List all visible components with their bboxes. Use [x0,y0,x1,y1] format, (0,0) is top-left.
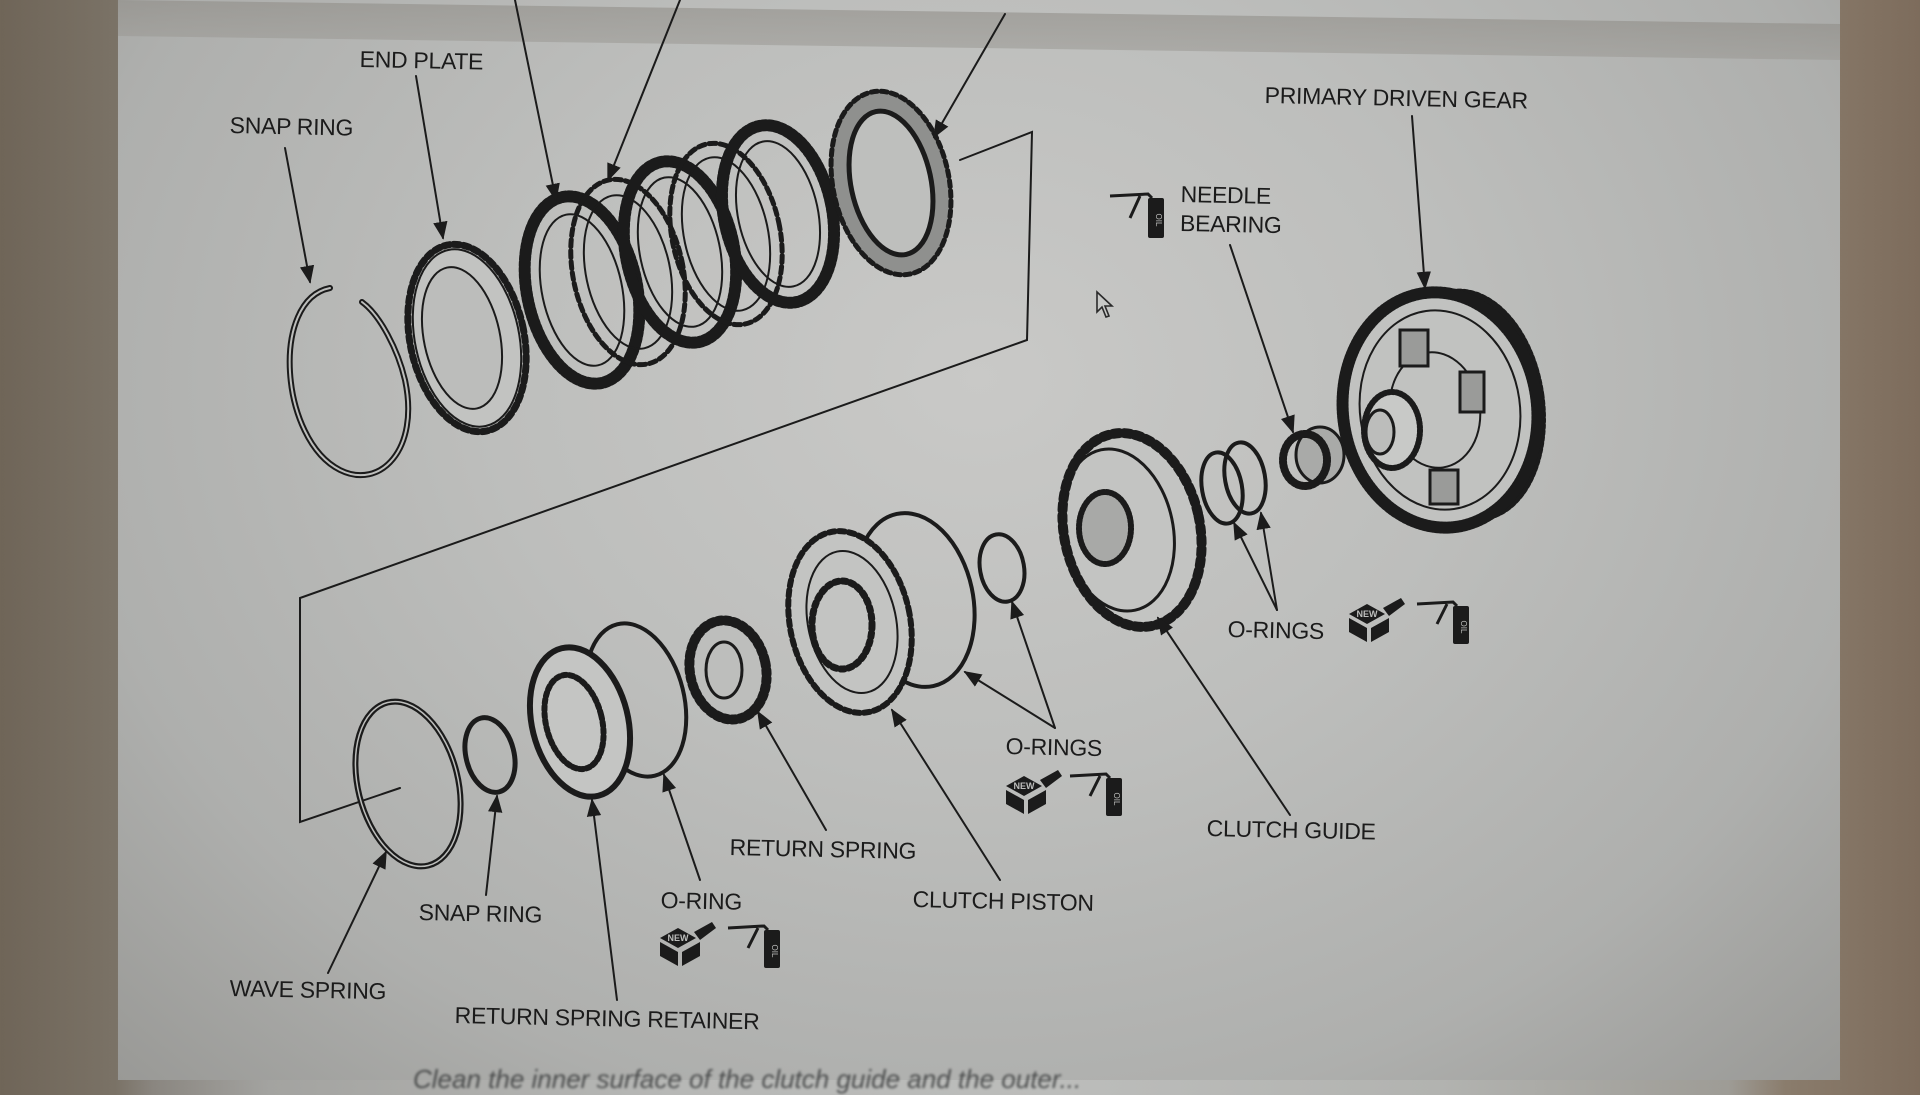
new-part-icon: NEW [1006,770,1062,814]
leader-snap-ring-top [284,147,315,284]
return-spring-retainer-part [526,644,634,800]
label-snap-ring-top: SNAP RING [229,112,354,141]
leader-snap-ring-lower [485,794,503,896]
label-o-rings-middle: O-RINGS [1005,733,1103,762]
oil-text: OIL [1112,793,1121,806]
label-snap-ring-lower: SNAP RING [418,899,543,928]
new-part-icon: NEW [1349,598,1405,642]
leader-disc-2 [607,0,681,182]
oil-can-icon: OIL [727,924,780,968]
oil-text: OIL [1459,621,1468,634]
label-o-rings-right: O-RINGS [1227,616,1325,645]
needle-bearing-part [1279,425,1346,490]
leader-clutch-piston [891,708,1001,881]
clutch-guide-part [1057,428,1207,632]
clutch-discs-part [518,119,841,390]
leader-return-spring [757,710,827,831]
end-plate-part [404,240,530,436]
friction-disc-part [828,88,954,278]
label-needle-bearing-line1: NEEDLE [1180,180,1272,209]
label-return-spring: RETURN SPRING [729,834,917,864]
primary-driven-gear-part [1336,286,1546,534]
mouse-cursor-icon [1096,290,1115,318]
oil-can-icon-needle-bearing: OIL [1109,192,1164,238]
new-text: NEW [668,933,690,943]
snap-ring-top-part [286,285,412,478]
oil-text: OIL [1154,214,1163,227]
label-clutch-piston: CLUTCH PISTON [912,886,1094,916]
label-clutch-guide: CLUTCH GUIDE [1206,815,1376,845]
return-spring-part [684,615,772,725]
label-o-ring: O-RING [660,887,743,915]
oil-can-icon: OIL [1069,772,1122,816]
leader-o-ring [662,773,701,881]
o-rings-right-part [1199,440,1268,526]
label-end-plate: END PLATE [359,46,484,75]
leader-disc-1 [514,0,560,202]
oil-can-icon: OIL [1416,600,1469,644]
monitor-screen [118,0,1840,1080]
label-needle-bearing-line2: BEARING [1179,209,1282,239]
snap-ring-lower-part [462,715,518,795]
label-needle-bearing: NEEDLE BEARING [1180,180,1283,240]
new-part-and-oil-icons-right: NEW OIL [1349,598,1469,644]
new-text: NEW [1014,781,1036,791]
new-part-icon: NEW [660,922,716,966]
leader-needle-bearing [1229,244,1295,434]
new-part-and-oil-icons-lower: NEW OIL [660,922,780,968]
disc-pack-frame [299,130,1034,824]
label-wave-spring: WAVE SPRING [229,975,387,1005]
leader-return-spring-retainer [586,798,618,1001]
new-text: NEW [1357,609,1379,619]
oil-text: OIL [770,945,779,958]
leader-end-plate [415,75,448,240]
leader-clutch-guide [1156,616,1291,816]
leader-wave-spring [327,850,387,974]
clutch-piston-part [785,528,915,716]
new-part-and-oil-icons-middle: NEW OIL [1006,770,1122,816]
leader-primary-gear [1411,115,1431,290]
leader-friction-disc [933,13,1006,139]
wave-spring-part [352,698,464,870]
label-primary-driven-gear: PRIMARY DRIVEN GEAR [1264,82,1529,114]
